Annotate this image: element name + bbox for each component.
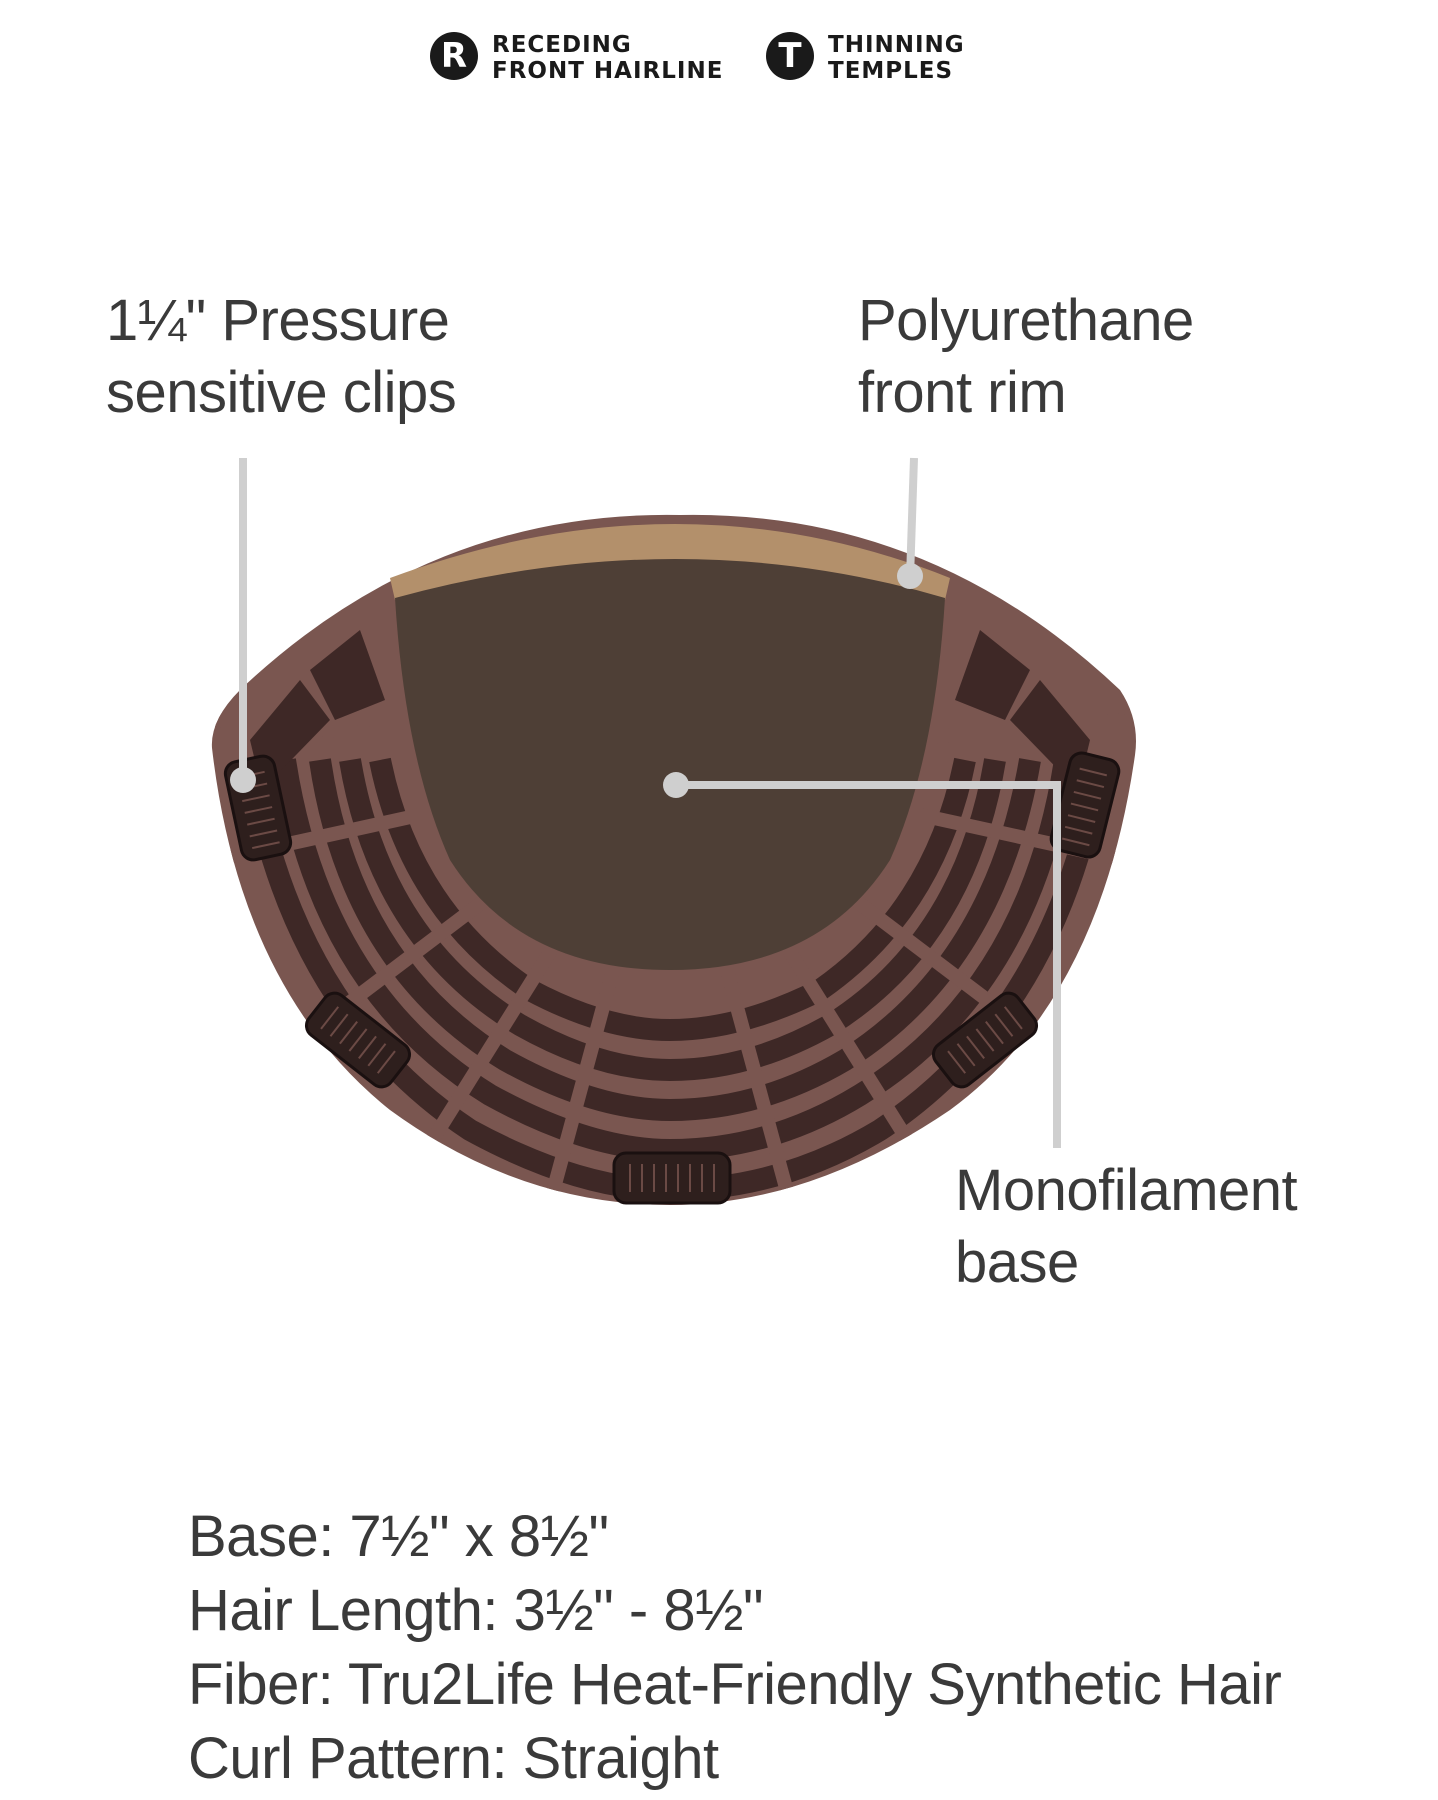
callout-rim-line1: Polyurethane [858, 288, 1194, 353]
callout-rim: Polyurethane front rim [858, 285, 1194, 429]
spec-list: Base: 7½" x 8½" Hair Length: 3½" - 8½" F… [188, 1500, 1282, 1796]
leader-dot-clips [230, 767, 256, 793]
monofilament-center [395, 559, 945, 970]
leader-dot-rim [897, 563, 923, 589]
badge-label-line1: THINNING [828, 32, 965, 58]
callout-base-line2: base [955, 1230, 1079, 1295]
receding-hairline-icon: R [430, 32, 478, 80]
callout-rim-line2: front rim [858, 360, 1067, 425]
leader-base [676, 781, 1061, 1148]
spec-hair-length: Hair Length: 3½" - 8½" [188, 1578, 764, 1643]
clip-bottom [612, 1151, 732, 1205]
leader-lines [239, 457, 1061, 1148]
callout-clips-line2: sensitive clips [106, 360, 457, 425]
badge-label-line2: FRONT HAIRLINE [492, 58, 724, 84]
thinning-temples-icon: T [766, 32, 814, 80]
clip-lower-right [931, 991, 1039, 1089]
spec-fiber: Fiber: Tru2Life Heat-Friendly Synthetic … [188, 1652, 1282, 1717]
leader-dot-base [663, 772, 689, 798]
callout-clips-line1: 1¼" Pressure [106, 288, 450, 353]
badge-label-line1: RECEDING [492, 32, 632, 58]
leader-dots [230, 563, 923, 798]
badge-row: R RECEDING FRONT HAIRLINE T THINNING TEM… [430, 28, 990, 98]
spec-curl-pattern: Curl Pattern: Straight [188, 1726, 719, 1791]
badge-label: RECEDING FRONT HAIRLINE [492, 32, 723, 84]
clip-lower-left [304, 991, 412, 1089]
leader-rim [906, 457, 918, 579]
badge-label: THINNING TEMPLES [828, 32, 965, 84]
callout-clips: 1¼" Pressure sensitive clips [106, 285, 457, 429]
spec-base: Base: 7½" x 8½" [188, 1504, 609, 1569]
clip-right [1049, 751, 1121, 859]
callout-base-line1: Monofilament [955, 1158, 1298, 1223]
callout-base: Monofilament base [955, 1155, 1298, 1299]
front-rim [390, 524, 950, 600]
badge-label-line2: TEMPLES [828, 58, 954, 84]
